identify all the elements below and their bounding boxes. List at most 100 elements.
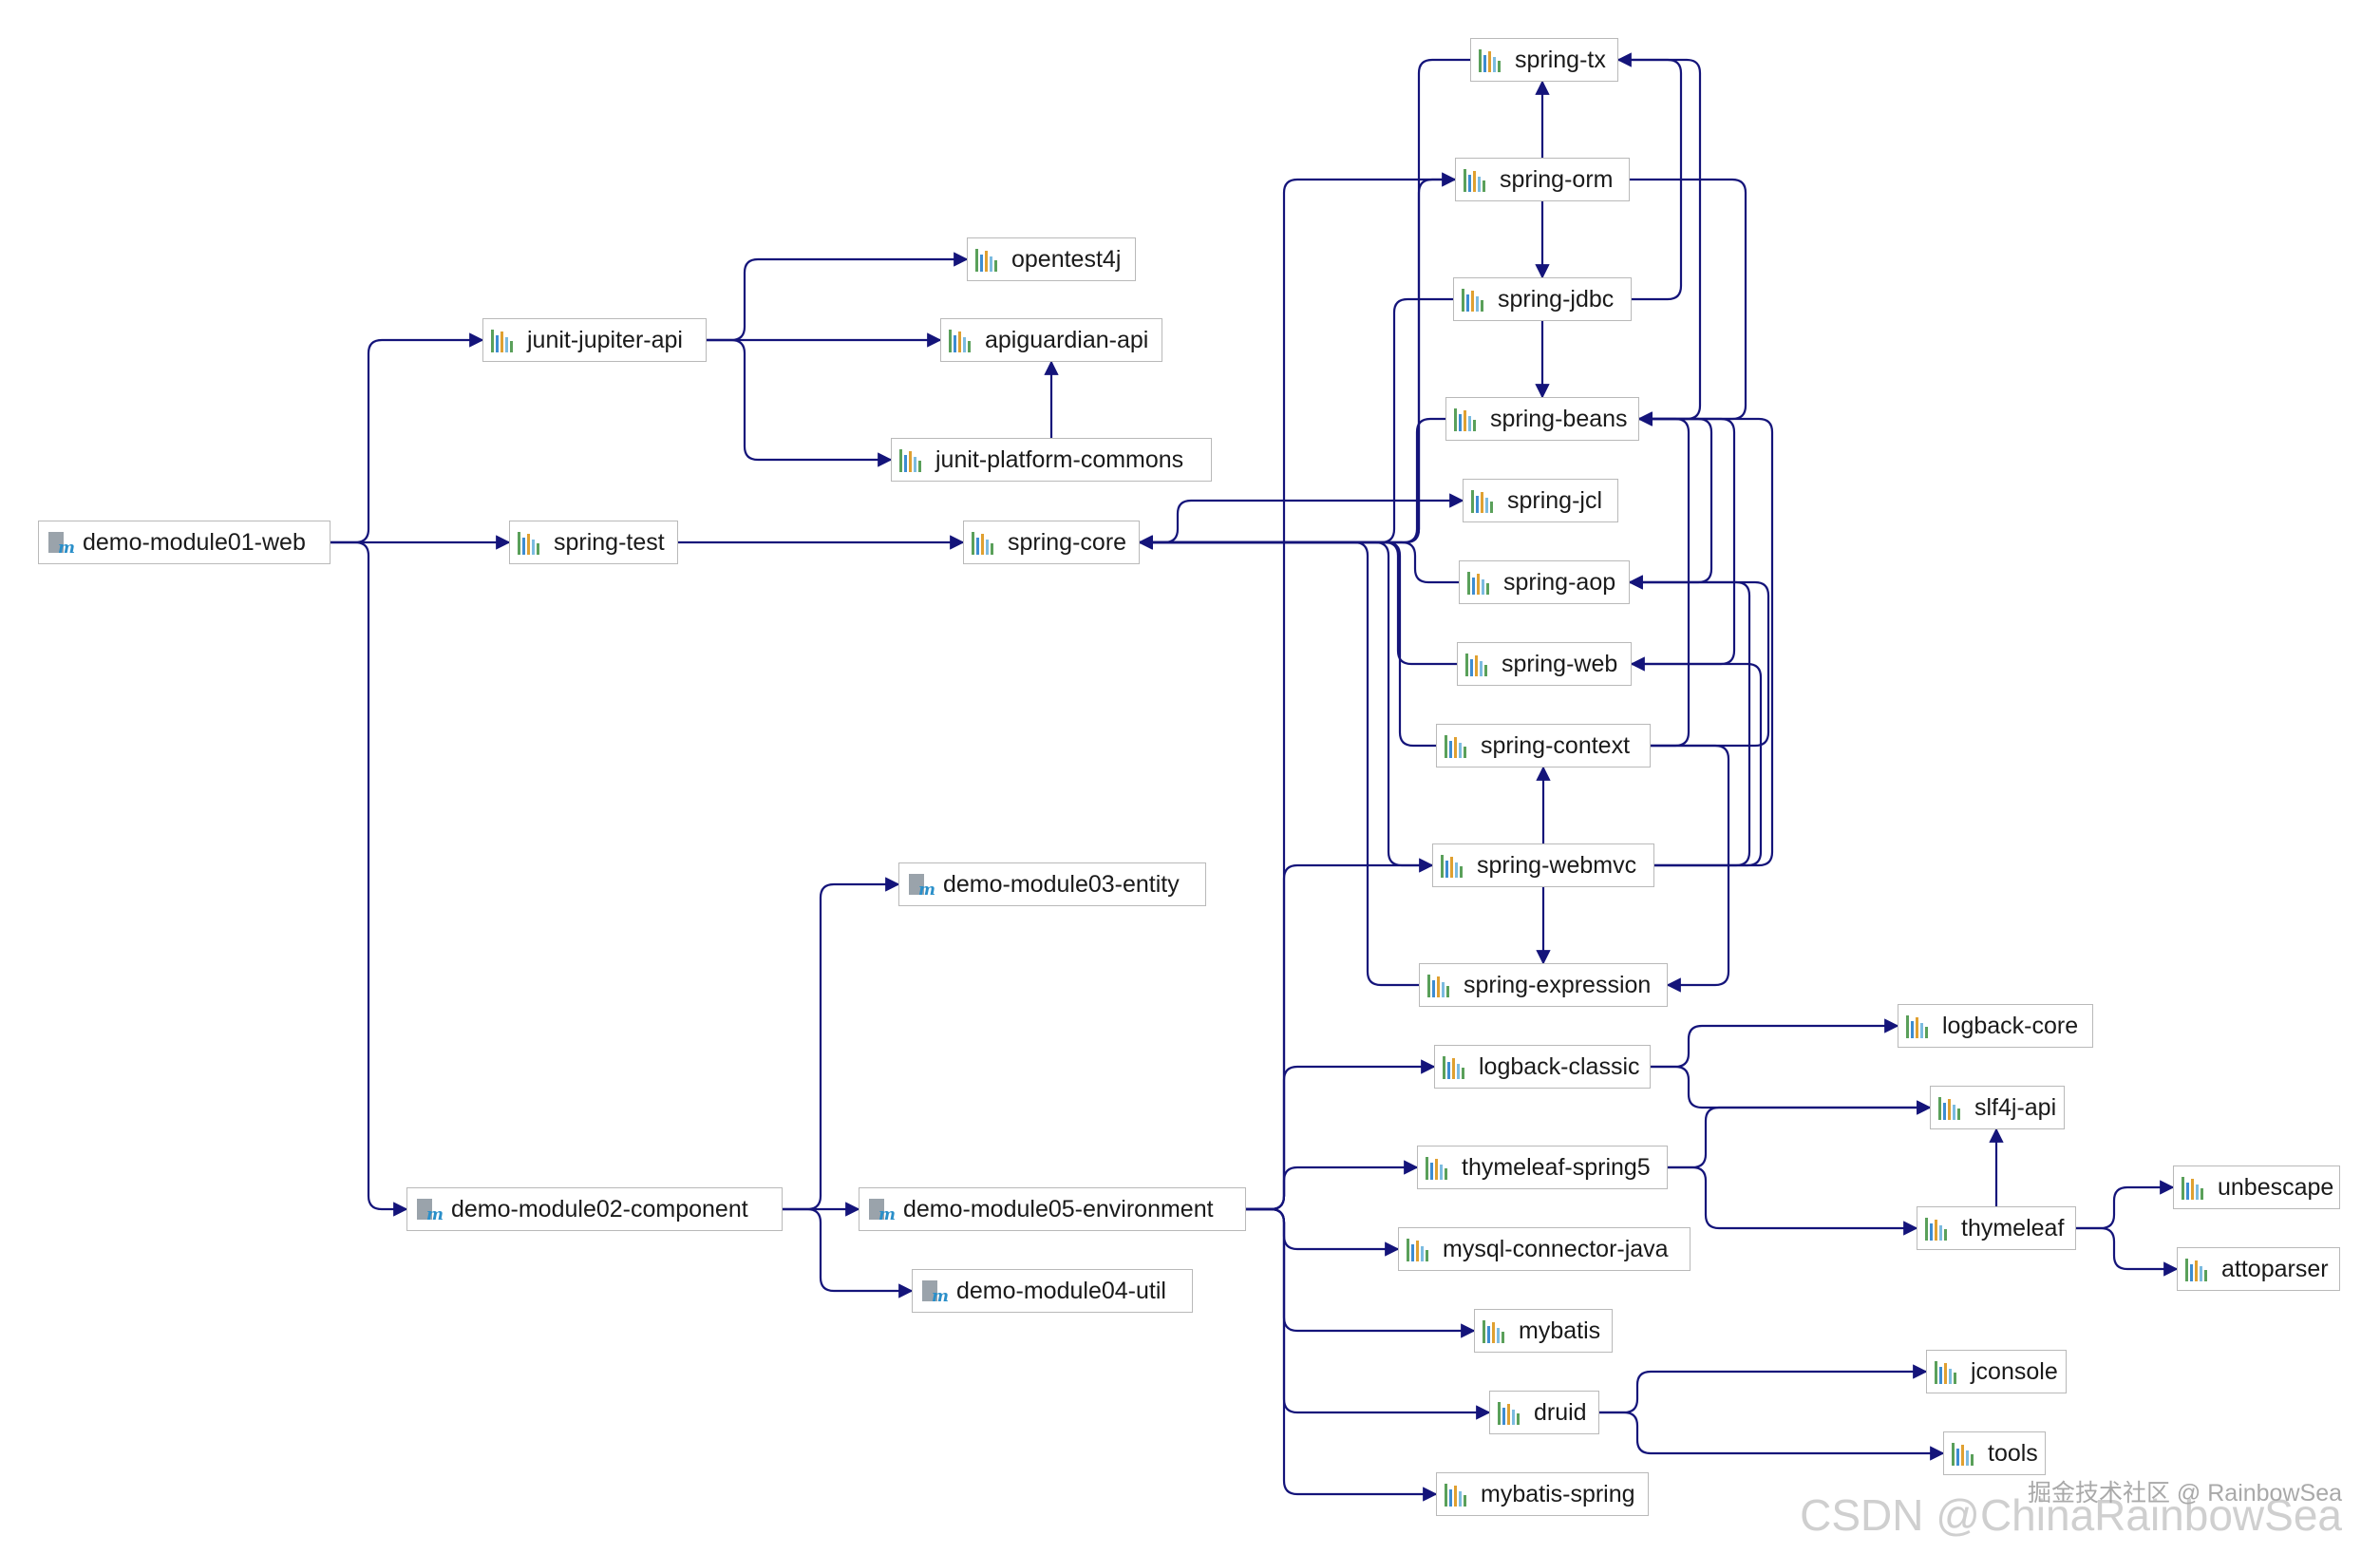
node-spring-orm[interactable]: spring-orm: [1455, 158, 1630, 201]
node-spring-aop[interactable]: spring-aop: [1459, 560, 1630, 604]
node-label: spring-jcl: [1507, 486, 1603, 514]
node-label: spring-context: [1481, 731, 1631, 759]
node-mysql-connector-java[interactable]: mysql-connector-java: [1398, 1227, 1691, 1271]
node-spring-context[interactable]: spring-context: [1436, 724, 1651, 768]
node-spring-jdbc[interactable]: spring-jdbc: [1453, 277, 1632, 321]
maven-module-icon: m: [907, 872, 935, 900]
node-label: druid: [1534, 1398, 1587, 1426]
library-icon: [1443, 1054, 1471, 1079]
node-label: demo-module04-util: [956, 1277, 1166, 1304]
node-label: jconsole: [1971, 1357, 2058, 1385]
edge-spring-web-to-spring-beans: [1632, 411, 1736, 666]
library-icon: [1464, 167, 1492, 192]
node-label: thymeleaf-spring5: [1462, 1153, 1651, 1181]
node-label: logback-classic: [1479, 1052, 1640, 1080]
node-spring-jcl[interactable]: spring-jcl: [1463, 479, 1618, 522]
library-icon: [1498, 1400, 1526, 1425]
edge-demo-module01-web-to-junit-jupiter-api: [331, 332, 484, 544]
library-icon: [1445, 1482, 1473, 1507]
watermark-juejin: 掘金技术社区 @ RainbowSea: [2027, 1480, 2342, 1507]
edge-druid-to-tools: [1599, 1411, 1945, 1461]
node-thymeleaf-spring5[interactable]: thymeleaf-spring5: [1417, 1146, 1668, 1189]
library-icon: [1441, 853, 1469, 878]
library-icon: [1445, 733, 1473, 758]
node-spring-tx[interactable]: spring-tx: [1470, 38, 1618, 82]
node-label: demo-module02-component: [451, 1195, 748, 1222]
node-spring-webmvc[interactable]: spring-webmvc: [1432, 843, 1654, 887]
edge-spring-web-to-spring-core: [1138, 535, 1457, 666]
edge-demo-module02-component-to-demo-module03-entity: [783, 877, 900, 1211]
node-mybatis[interactable]: mybatis: [1474, 1309, 1613, 1353]
node-unbescape[interactable]: unbescape: [2173, 1166, 2340, 1209]
node-label: mysql-connector-java: [1443, 1235, 1669, 1262]
edge-thymeleaf-to-attoparser: [2076, 1226, 2179, 1277]
node-label: unbescape: [2218, 1173, 2334, 1201]
edge-spring-aop-to-spring-beans: [1630, 411, 1713, 584]
library-icon: [518, 530, 546, 555]
node-label: junit-platform-commons: [935, 445, 1184, 473]
node-label: spring-core: [1008, 528, 1127, 556]
edge-thymeleaf-spring5-to-slf4j-api: [1668, 1100, 1932, 1169]
node-demo-module01-web[interactable]: m demo-module01-web: [38, 521, 331, 564]
library-icon: [1906, 1014, 1935, 1038]
library-icon: [1465, 652, 1494, 676]
edge-spring-webmvc-to-spring-web: [1630, 656, 1763, 867]
edge-demo-module05-environment-to-spring-orm: [1246, 172, 1457, 1211]
node-label: slf4j-api: [1974, 1093, 2057, 1121]
node-spring-expression[interactable]: spring-expression: [1419, 963, 1668, 1007]
library-icon: [1407, 1237, 1435, 1261]
library-icon: [1462, 287, 1490, 312]
node-junit-platform-commons[interactable]: junit-platform-commons: [891, 438, 1212, 482]
library-icon: [1479, 47, 1507, 72]
node-spring-test[interactable]: spring-test: [509, 521, 678, 564]
node-demo-module04-util[interactable]: m demo-module04-util: [912, 1269, 1193, 1313]
edge-spring-expression-to-spring-core: [1138, 535, 1419, 987]
node-label: mybatis: [1519, 1317, 1601, 1344]
library-icon: [1454, 407, 1483, 431]
edge-spring-tx-to-spring-beans: [1618, 58, 1702, 426]
node-opentest4j[interactable]: opentest4j: [967, 237, 1136, 281]
node-label: tools: [1988, 1439, 2038, 1467]
node-slf4j-api[interactable]: slf4j-api: [1930, 1086, 2065, 1129]
node-spring-core[interactable]: spring-core: [963, 521, 1140, 564]
node-spring-beans[interactable]: spring-beans: [1445, 397, 1639, 441]
node-tools[interactable]: tools: [1943, 1431, 2046, 1475]
node-druid[interactable]: druid: [1489, 1391, 1599, 1434]
library-icon: [1471, 488, 1500, 513]
library-icon: [972, 530, 1000, 555]
node-logback-classic[interactable]: logback-classic: [1434, 1045, 1651, 1089]
node-attoparser[interactable]: attoparser: [2177, 1247, 2340, 1291]
node-spring-web[interactable]: spring-web: [1457, 642, 1632, 686]
edge-demo-module05-environment-to-mysql-connector-java: [1246, 1207, 1400, 1257]
edge-demo-module05-environment-to-thymeleaf-spring5: [1246, 1160, 1419, 1211]
library-icon: [1467, 570, 1496, 595]
node-jconsole[interactable]: jconsole: [1926, 1350, 2067, 1393]
node-apiguardian-api[interactable]: apiguardian-api: [940, 318, 1162, 362]
edge-demo-module05-environment-to-mybatis-spring: [1246, 1207, 1438, 1502]
maven-module-icon: m: [920, 1279, 949, 1306]
library-icon: [1483, 1318, 1511, 1343]
library-icon: [491, 328, 519, 352]
node-junit-jupiter-api[interactable]: junit-jupiter-api: [482, 318, 707, 362]
watermark: 掘金技术社区 @ RainbowSea CSDN @ChinaRainbowSe…: [1800, 1480, 2342, 1541]
edge-spring-orm-to-spring-core: [1138, 178, 1455, 550]
node-logback-core[interactable]: logback-core: [1898, 1004, 2093, 1048]
node-label: demo-module01-web: [83, 528, 306, 556]
library-icon: [1938, 1095, 1967, 1120]
library-icon: [949, 328, 977, 352]
node-label: spring-aop: [1503, 568, 1616, 596]
node-label: spring-webmvc: [1477, 851, 1637, 879]
edge-spring-webmvc-to-spring-beans: [1637, 411, 1774, 867]
node-mybatis-spring[interactable]: mybatis-spring: [1436, 1472, 1649, 1516]
maven-module-icon: m: [867, 1197, 896, 1224]
node-label: spring-beans: [1490, 405, 1628, 432]
edge-demo-module05-environment-to-spring-webmvc: [1246, 858, 1434, 1211]
edge-spring-beans-to-spring-core: [1138, 417, 1445, 550]
node-thymeleaf[interactable]: thymeleaf: [1917, 1206, 2076, 1250]
maven-module-icon: m: [47, 530, 75, 558]
edge-logback-classic-to-logback-core: [1651, 1018, 1899, 1069]
